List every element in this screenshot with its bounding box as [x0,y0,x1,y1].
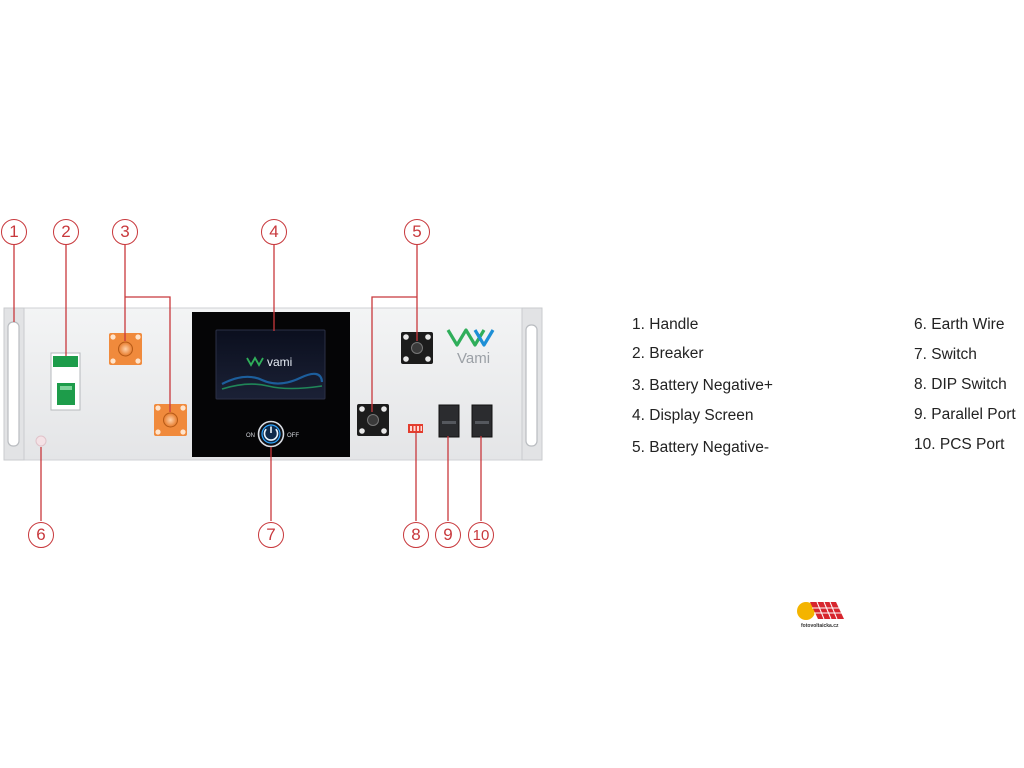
watermark-logo: fotovoltaicka.cz [797,601,844,629]
parallel-port[interactable] [438,404,460,438]
callout-4: 4 [261,219,287,245]
legend-item-display-screen: 4Display Screen [632,407,754,425]
brand-logo: Vami [446,328,495,367]
power-switch[interactable] [257,420,285,448]
legend-item-breaker: 2Breaker [632,345,704,363]
legend-item-handle: 1Handle [632,316,698,334]
callout-9: 9 [435,522,461,548]
dip-switch[interactable] [408,424,423,433]
callout-8: 8 [403,522,429,548]
breaker[interactable] [50,352,81,411]
legend-item-battery-negative-minus: 5Battery Negative- [632,439,769,457]
leader-lines [13,245,482,521]
display-screen: vami [267,355,292,369]
callout-5: 5 [404,219,430,245]
legend-item-dip-switch: 8DIP Switch [914,376,1007,394]
screen-brand-text: vami [267,355,292,369]
legend-item-battery-negative-plus: 3Battery Negative+ [632,377,773,395]
callout-7: 7 [258,522,284,548]
pcs-port[interactable] [471,404,493,438]
callout-3: 3 [112,219,138,245]
callout-1: 1 [1,219,27,245]
legend-item-pcs-port: 10PCS Port [914,436,1004,454]
negative-terminal-bottom[interactable] [357,404,389,436]
switch-off-label: OFF [287,433,299,439]
handle-right [525,324,538,447]
callout-6: 6 [28,522,54,548]
positive-terminal-top[interactable] [109,333,142,365]
legend-item-parallel-port: 9Parallel Port [914,406,1016,424]
negative-terminal-top[interactable] [401,332,433,364]
positive-terminal-bottom[interactable] [154,404,187,436]
brand-name: Vami [457,350,490,367]
legend-item-earth-wire: 6Earth Wire [914,316,1004,334]
watermark-text: fotovoltaicka.cz [801,623,839,629]
earth-wire-terminal [35,435,47,447]
handle-left [7,321,20,447]
callout-2: 2 [53,219,79,245]
switch-on-label: ON [246,433,255,439]
callout-10: 10 [468,522,494,548]
legend-item-switch: 7Switch [914,346,977,364]
